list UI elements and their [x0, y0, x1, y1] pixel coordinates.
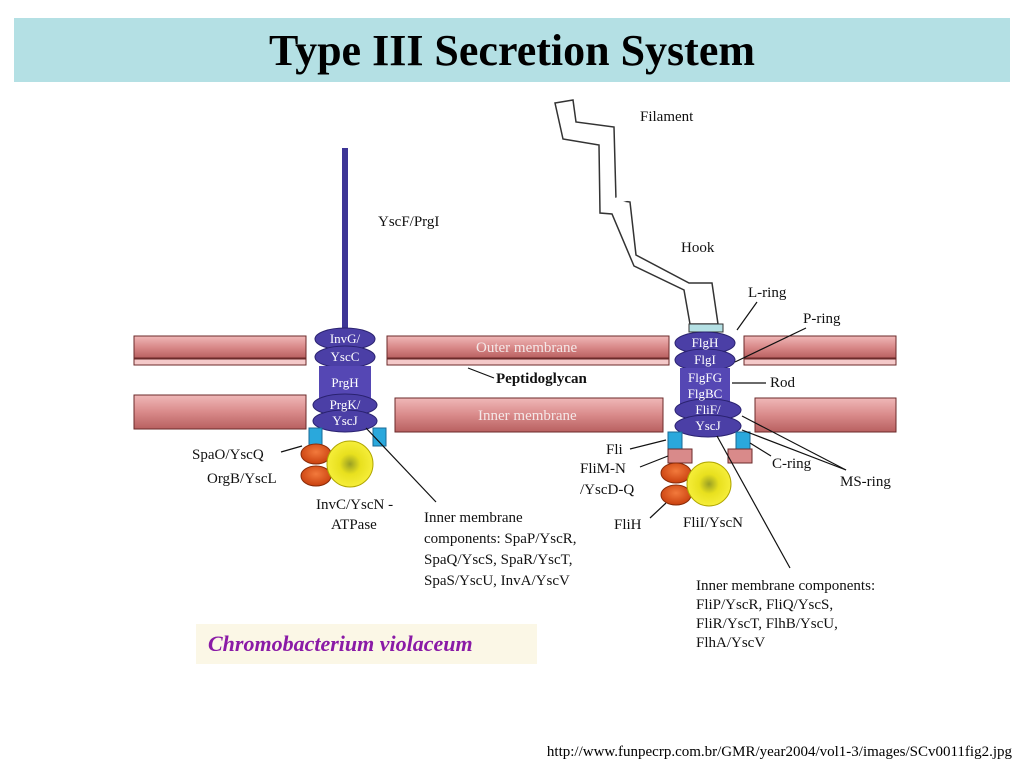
invg-label-2: YscC	[331, 349, 360, 364]
ttss-c-ring-left	[308, 427, 323, 447]
flif-label-2: YscJ	[695, 418, 720, 433]
filament-break	[610, 193, 635, 205]
prgk-label-2: YscJ	[332, 413, 357, 428]
ttss-inner-label-4: SpaS/YscU, InvA/YscV	[424, 573, 570, 589]
flagellum-c-ring-left	[667, 431, 683, 451]
flih-label: FliH	[614, 517, 642, 533]
outer-membrane-label: Outer membrane	[476, 340, 578, 356]
flagellum-c-ring-right	[735, 431, 751, 451]
flgh-label: FlgH	[692, 335, 719, 350]
prgh-label: PrgH	[331, 375, 358, 390]
ms-ring-label: MS-ring	[840, 474, 891, 490]
flagellum-inner-label-4: FlhA/YscV	[696, 635, 765, 651]
ms-ring-pointer-1	[741, 415, 847, 471]
flih-pointer	[649, 502, 667, 519]
ttss-apparatus	[300, 148, 387, 488]
p-ring-pointer	[734, 327, 807, 363]
flagellum-inner-label-1: Inner membrane components:	[696, 578, 875, 594]
spao-pointer	[280, 445, 303, 453]
ttss-inner-pointer	[365, 427, 437, 503]
flagellum-inner-label-2: FliP/YscR, FliQ/YscS,	[696, 597, 833, 613]
invc-label-1: InvC/YscN -	[316, 497, 393, 513]
page-title: Type III Secretion System	[268, 25, 756, 75]
inner-membrane	[133, 394, 897, 433]
flgfg-rod	[680, 368, 730, 404]
l-ring-label: L-ring	[748, 285, 787, 301]
invc-atpase	[326, 440, 374, 488]
flih-protein-1	[660, 462, 692, 484]
orgb-label: OrgB/YscL	[207, 471, 277, 487]
spao-protein	[300, 443, 332, 465]
organism-box: Chromobacterium violaceum	[196, 624, 537, 664]
flagellum-apparatus	[554, 99, 753, 507]
ttss-c-ring-right	[372, 427, 387, 447]
filament-and-hook	[554, 99, 719, 325]
filament-label: Filament	[640, 109, 694, 125]
needle-label: YscF/PrgI	[378, 214, 439, 230]
peptidoglycan-label: Peptidoglycan	[496, 371, 587, 387]
c-ring-pointer	[749, 442, 772, 457]
flih-protein-2	[660, 484, 692, 506]
ttss-inner-label-3: SpaQ/YscS, SpaR/YscT,	[424, 552, 572, 568]
flim-pointer	[639, 455, 669, 468]
prgk-label-1: PrgK/	[330, 397, 361, 412]
hook-label: Hook	[681, 240, 715, 256]
flim-label-2: /YscD-Q	[580, 482, 634, 498]
flgbc-label: FlgBC	[688, 386, 723, 401]
rod-label: Rod	[770, 375, 796, 391]
c-ring-label: C-ring	[772, 456, 812, 472]
flif-ring-bottom	[674, 414, 742, 438]
flii-label: FliI/YscN	[683, 515, 743, 531]
flgfg-label: FlgFG	[688, 370, 722, 385]
invc-label-2: ATPase	[331, 517, 377, 533]
title-bar: Type III Secretion System	[14, 18, 1010, 82]
flii-atpase	[686, 461, 732, 507]
spao-label: SpaO/YscQ	[192, 447, 264, 463]
organism-name: Chromobacterium violaceum	[208, 631, 473, 656]
flim-block-right	[727, 448, 753, 464]
ms-ring-pointer-2	[741, 429, 847, 471]
prgh-column	[319, 366, 371, 398]
flagellum-inner-label-3: FliR/YscT, FlhB/YscU,	[696, 616, 838, 632]
fli-label: Fli	[606, 442, 623, 458]
ttss-inner-label-2: components: SpaP/YscR,	[424, 531, 577, 547]
flagellum-inner-pointer	[716, 435, 791, 569]
fli-pointer	[629, 439, 667, 450]
outer-membrane	[133, 335, 897, 366]
l-ring-pointer	[736, 301, 758, 331]
flim-block-left	[667, 448, 693, 464]
l-ring-collar	[688, 323, 724, 333]
ttss-inner-label-1: Inner membrane	[424, 510, 523, 526]
p-ring-label: P-ring	[803, 311, 841, 327]
inner-membrane-label: Inner membrane	[478, 408, 577, 424]
flif-label-1: FliF/	[695, 402, 721, 417]
needle-filament	[342, 148, 348, 334]
prgk-ring-bottom	[312, 409, 378, 433]
orgb-protein	[300, 465, 332, 487]
peptidoglycan-pointer	[467, 367, 495, 379]
flgi-label: FlgI	[694, 352, 716, 367]
flim-label-1: FliM-N	[580, 461, 626, 477]
invg-label-1: InvG/	[330, 331, 361, 346]
source-url: http://www.funpecrp.com.br/GMR/year2004/…	[546, 744, 1012, 760]
